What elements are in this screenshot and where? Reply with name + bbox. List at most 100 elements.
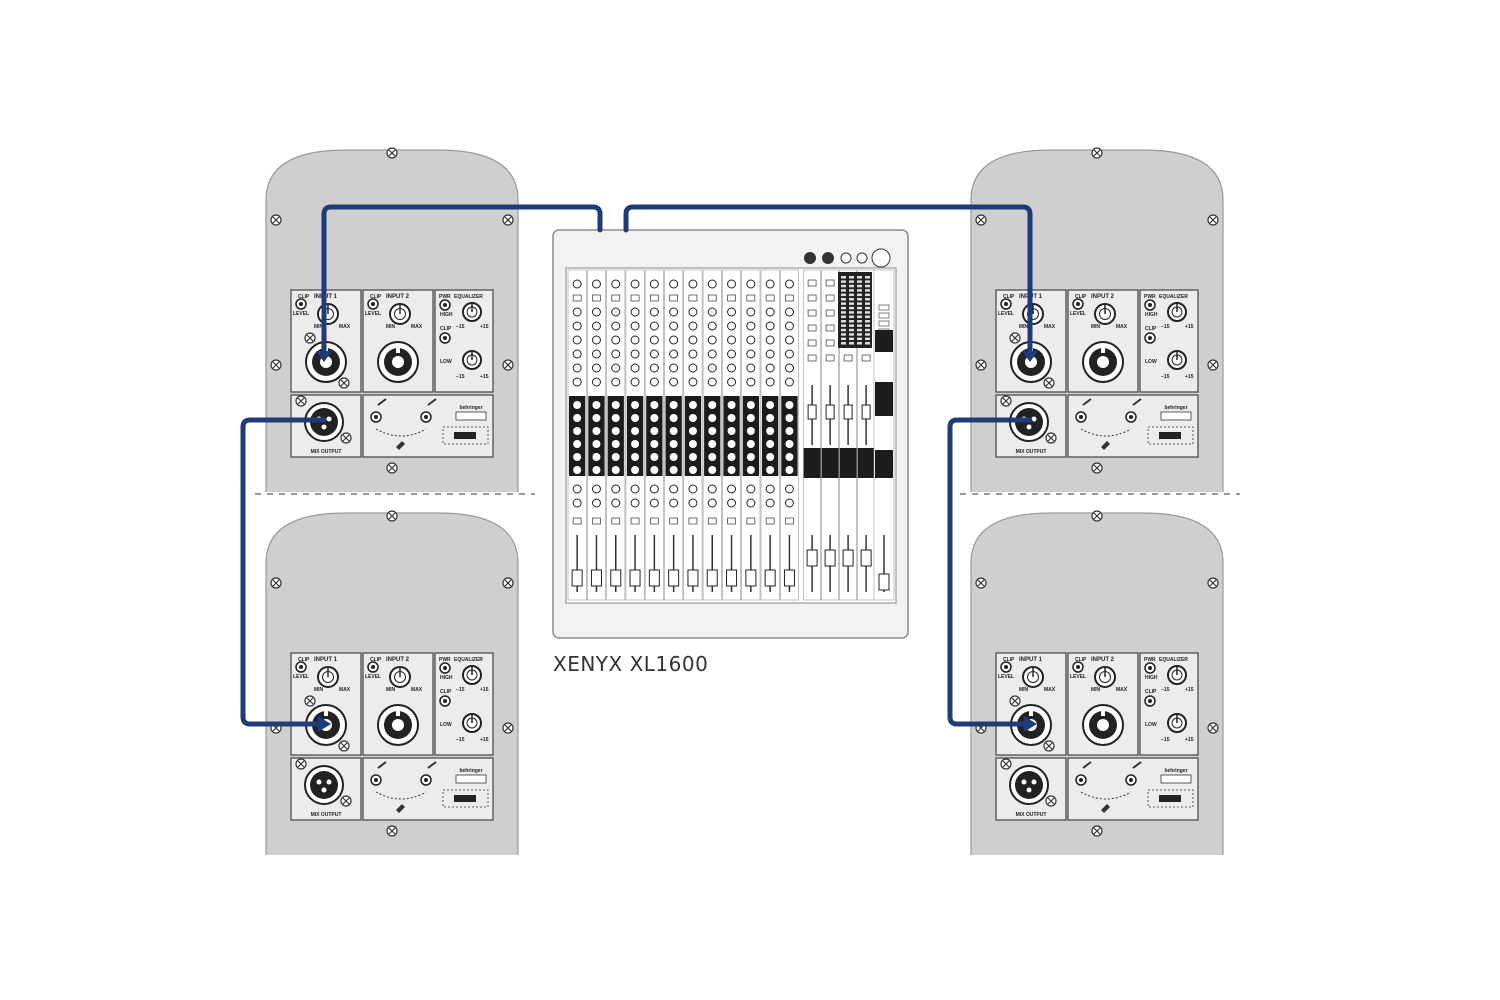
screw-icon bbox=[340, 432, 352, 444]
brand-logo-icon bbox=[1160, 411, 1192, 421]
meter-led-icon bbox=[849, 284, 854, 288]
button-icon bbox=[878, 320, 890, 327]
knob-icon bbox=[591, 335, 601, 345]
knob-icon bbox=[688, 427, 697, 435]
knob-icon bbox=[707, 279, 717, 289]
knob-icon bbox=[611, 349, 621, 359]
meter-led-icon bbox=[841, 284, 846, 288]
meter-led-icon bbox=[857, 328, 862, 332]
knob-icon bbox=[630, 307, 640, 317]
screw-icon bbox=[338, 740, 350, 752]
jack-icon bbox=[1144, 299, 1156, 311]
meter-led-icon bbox=[849, 298, 854, 301]
meter-led-icon bbox=[841, 328, 846, 332]
meter-led-icon bbox=[865, 306, 870, 310]
mix-output-label: MIX OUTPUT bbox=[1016, 449, 1047, 455]
meter-led-icon bbox=[857, 311, 862, 314]
knob-icon bbox=[766, 440, 775, 448]
mix-output-panel: MIX OUTPUT bbox=[290, 757, 362, 821]
meter-led-icon bbox=[857, 342, 862, 345]
button-icon bbox=[727, 294, 736, 302]
screw-icon bbox=[975, 359, 987, 371]
meter-led-icon bbox=[841, 298, 846, 301]
knob-icon bbox=[631, 427, 640, 435]
knob-icon bbox=[688, 484, 698, 494]
channel-strip bbox=[779, 269, 799, 601]
meter-led-icon bbox=[865, 320, 870, 323]
screw-icon bbox=[1009, 332, 1021, 344]
dark-section bbox=[857, 448, 875, 478]
knob-icon bbox=[688, 414, 697, 422]
knob-icon bbox=[765, 377, 775, 387]
cable-arrows bbox=[316, 351, 1038, 732]
mix-output-panel: MIX OUTPUT bbox=[290, 394, 362, 458]
meter-led-icon bbox=[849, 333, 854, 336]
knob-icon bbox=[746, 414, 755, 422]
screw-icon bbox=[270, 359, 282, 371]
dark-section bbox=[665, 396, 682, 476]
max-label: MAX bbox=[411, 324, 423, 330]
min-label: MIN bbox=[314, 324, 324, 330]
screw-icon bbox=[295, 395, 307, 407]
meter-led-icon bbox=[849, 337, 854, 341]
knob-icon bbox=[611, 440, 620, 448]
master-section bbox=[873, 269, 895, 601]
screw-icon bbox=[1045, 432, 1057, 444]
knob-icon bbox=[707, 363, 717, 373]
channel-strip bbox=[586, 269, 606, 601]
jack-icon bbox=[439, 299, 451, 311]
screw-icon bbox=[1091, 825, 1103, 837]
button-icon bbox=[843, 354, 853, 362]
knob-icon bbox=[630, 349, 640, 359]
high-label: HIGH bbox=[1145, 312, 1158, 318]
dark-section bbox=[821, 448, 839, 478]
screw-icon bbox=[1009, 695, 1021, 707]
knob-icon bbox=[766, 414, 775, 422]
wireless-module-outline bbox=[1147, 426, 1194, 445]
knob-icon bbox=[630, 498, 640, 508]
knob-icon bbox=[630, 321, 640, 331]
wireless-module-icon bbox=[1159, 795, 1181, 802]
plus15-label: +15 bbox=[1185, 324, 1194, 330]
mix-output-label: MIX OUTPUT bbox=[1016, 812, 1047, 818]
cable-right-link bbox=[947, 417, 1033, 727]
min-label: MIN bbox=[1019, 687, 1029, 693]
jack-icon bbox=[370, 774, 382, 786]
meter-led-icon bbox=[865, 311, 870, 314]
input2-label: INPUT 2 bbox=[386, 294, 410, 300]
mix-output-panel: MIX OUTPUT bbox=[995, 757, 1067, 821]
knob-icon bbox=[649, 484, 659, 494]
clip-label: CLIP bbox=[370, 294, 382, 300]
knob-icon bbox=[727, 453, 736, 461]
stereo-strip bbox=[821, 269, 839, 601]
screw-icon bbox=[1207, 214, 1219, 226]
dark-section bbox=[875, 382, 893, 416]
knob-icon bbox=[630, 335, 640, 345]
mixer-jack-icon bbox=[822, 252, 834, 264]
arrow-icon bbox=[316, 351, 332, 362]
knob-icon bbox=[591, 349, 601, 359]
screw-icon bbox=[338, 377, 350, 389]
knob-icon bbox=[630, 377, 640, 387]
level-label: LEVEL bbox=[365, 674, 381, 680]
low-label: LOW bbox=[1145, 359, 1157, 365]
plus15-label: +15 bbox=[1185, 687, 1194, 693]
level-label: LEVEL bbox=[998, 674, 1014, 680]
knob-icon bbox=[727, 401, 736, 409]
meter-led-icon bbox=[841, 324, 846, 327]
knob-icon bbox=[708, 440, 717, 448]
combo-jack-icon bbox=[377, 704, 419, 746]
screw-icon bbox=[270, 214, 282, 226]
high-label: HIGH bbox=[1145, 675, 1158, 681]
knob-icon bbox=[707, 377, 717, 387]
minus15-label: −15 bbox=[456, 737, 465, 743]
meter-led-icon bbox=[849, 276, 854, 279]
knob-icon bbox=[727, 484, 737, 494]
brand-logo-icon bbox=[455, 774, 487, 784]
knob-icon bbox=[765, 307, 775, 317]
channel-strip bbox=[644, 269, 664, 601]
knob-icon bbox=[708, 427, 717, 435]
